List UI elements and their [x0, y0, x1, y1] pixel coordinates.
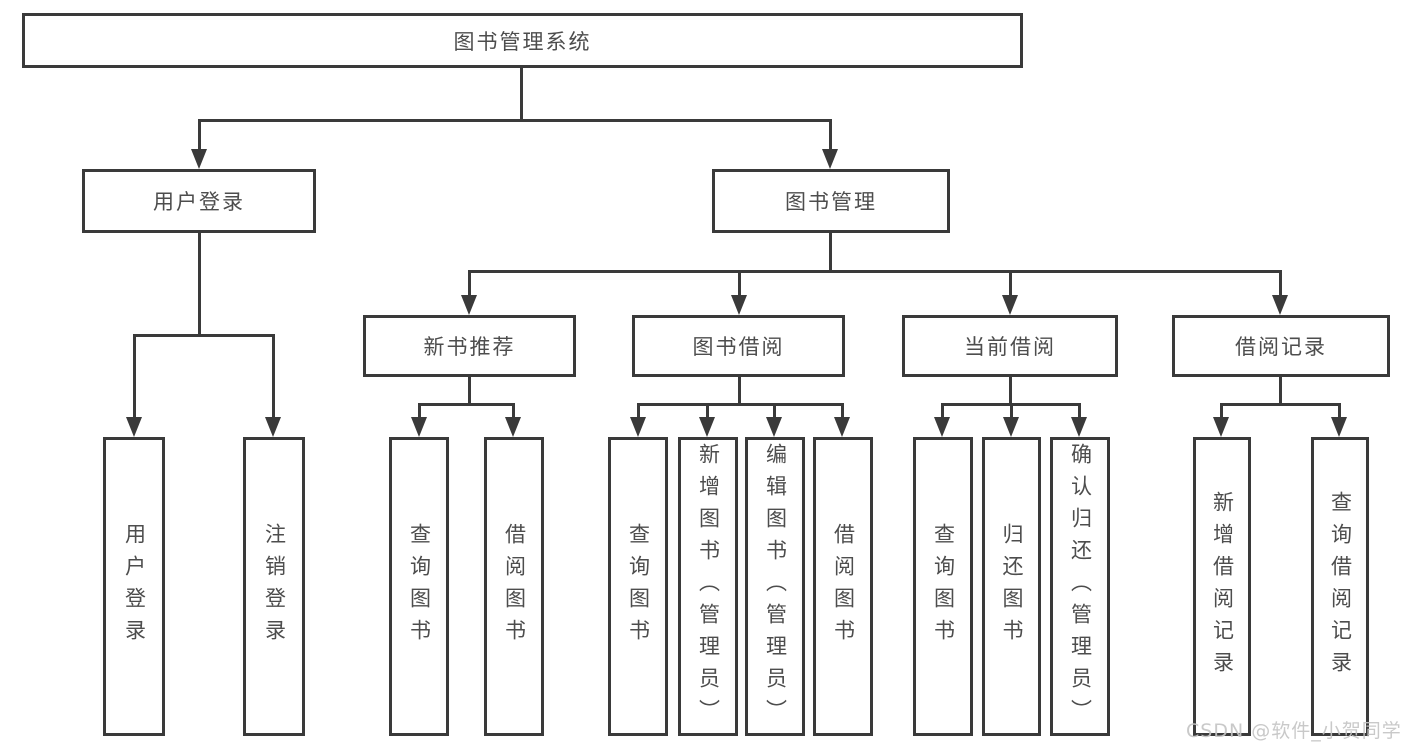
connector-drop — [706, 403, 709, 418]
arrow-down-icon — [1272, 295, 1288, 315]
connector-book-borrow-rail — [637, 403, 844, 406]
connector-book-mgmt-stem — [829, 233, 832, 272]
node-current-borrowing: 当前借阅 — [902, 315, 1118, 377]
connector-drop-book-borrow — [738, 270, 741, 296]
connector-drop-leaf-user-login — [133, 334, 136, 418]
leaf-label: 借阅图书 — [502, 522, 527, 651]
arrow-down-icon — [1213, 417, 1229, 437]
arrow-down-icon — [1331, 417, 1347, 437]
arrow-down-icon — [822, 149, 838, 169]
leaf-label: 归还图书 — [1000, 522, 1024, 651]
connector-drop-current-borrow — [1009, 270, 1012, 296]
connector-level2-rail — [198, 119, 832, 122]
node-label: 用户登录 — [153, 190, 245, 214]
connector-drop-borrow-records — [1279, 270, 1282, 296]
leaf-label: 确认归还（管理员） — [1068, 442, 1093, 731]
connector-drop — [418, 403, 421, 418]
leaf-add-borrow-record: 新增借阅记录 — [1193, 437, 1251, 736]
node-book-management: 图书管理 — [712, 169, 950, 233]
leaf-query-borrow-record: 查询借阅记录 — [1311, 437, 1369, 736]
connector-drop-new-books — [468, 270, 471, 296]
connector-drop-user-login — [198, 119, 201, 150]
leaf-label: 借阅图书 — [831, 522, 856, 651]
connector-book-borrow-stem — [738, 377, 741, 405]
connector-drop — [1078, 403, 1081, 418]
csdn-watermark: CSDN @软件_小贺同学 — [1186, 720, 1402, 742]
connector-borrow-records-stem — [1279, 377, 1282, 405]
leaf-label: 用户登录 — [122, 522, 147, 651]
arrow-down-icon — [411, 417, 427, 437]
leaf-query-books-borrow: 查询图书 — [608, 437, 668, 736]
connector-current-borrow-stem — [1009, 377, 1012, 405]
leaf-label: 新增图书（管理员） — [696, 442, 721, 731]
node-label: 新书推荐 — [423, 335, 516, 359]
arrow-down-icon — [505, 417, 521, 437]
node-label: 图书管理系统 — [453, 29, 592, 54]
leaf-return-books: 归还图书 — [982, 437, 1041, 736]
arrow-down-icon — [699, 417, 715, 437]
arrow-down-icon — [934, 417, 950, 437]
arrow-down-icon — [191, 149, 207, 169]
node-label: 图书管理 — [785, 190, 877, 214]
arrow-down-icon — [834, 417, 850, 437]
node-label: 图书借阅 — [692, 335, 785, 359]
leaf-label: 编辑图书（管理员） — [763, 442, 788, 731]
connector-drop — [1220, 403, 1223, 418]
node-label: 当前借阅 — [964, 335, 1056, 359]
connector-drop — [773, 403, 776, 418]
connector-root-stem — [520, 67, 523, 120]
connector-drop — [841, 403, 844, 418]
arrow-down-icon — [731, 295, 747, 315]
connector-new-books-rail — [418, 403, 515, 406]
node-book-borrowing: 图书借阅 — [632, 315, 845, 377]
node-borrowing-records: 借阅记录 — [1172, 315, 1390, 377]
connector-drop — [512, 403, 515, 418]
connector-drop — [1010, 403, 1013, 418]
connector-level3-rail — [468, 270, 1282, 273]
connector-new-books-stem — [468, 377, 471, 405]
connector-user-login-rail — [133, 334, 275, 337]
arrow-down-icon — [126, 417, 142, 437]
leaf-label: 查询图书 — [626, 522, 651, 651]
leaf-label: 查询图书 — [407, 522, 432, 651]
arrow-down-icon — [630, 417, 646, 437]
node-user-login: 用户登录 — [82, 169, 316, 233]
arrow-down-icon — [1071, 417, 1087, 437]
arrow-down-icon — [766, 417, 782, 437]
leaf-label: 注销登录 — [262, 522, 287, 651]
leaf-query-books-new: 查询图书 — [389, 437, 449, 736]
arrow-down-icon — [461, 295, 477, 315]
connector-drop — [637, 403, 640, 418]
leaf-edit-books-admin: 编辑图书（管理员） — [745, 437, 805, 736]
leaf-add-books-admin: 新增图书（管理员） — [678, 437, 738, 736]
connector-drop — [1338, 403, 1341, 418]
leaf-borrow-books-new: 借阅图书 — [484, 437, 544, 736]
leaf-logout: 注销登录 — [243, 437, 305, 736]
connector-drop-leaf-logout — [272, 334, 275, 418]
connector-borrow-records-rail — [1220, 403, 1341, 406]
arrow-down-icon — [265, 417, 281, 437]
leaf-user-login: 用户登录 — [103, 437, 165, 736]
leaf-label: 查询图书 — [931, 522, 956, 651]
leaf-confirm-return-admin: 确认归还（管理员） — [1050, 437, 1110, 736]
leaf-query-books-current: 查询图书 — [913, 437, 973, 736]
connector-drop — [941, 403, 944, 418]
node-library-management-system: 图书管理系统 — [22, 13, 1023, 68]
connector-drop-book-mgmt — [829, 119, 832, 150]
node-label: 借阅记录 — [1235, 335, 1327, 359]
arrow-down-icon — [1003, 417, 1019, 437]
leaf-label: 新增借阅记录 — [1210, 490, 1235, 683]
leaf-borrow-books: 借阅图书 — [813, 437, 873, 736]
node-new-book-recommend: 新书推荐 — [363, 315, 576, 377]
arrow-down-icon — [1002, 295, 1018, 315]
leaf-label: 查询借阅记录 — [1328, 490, 1353, 683]
connector-user-login-stem — [198, 233, 201, 336]
